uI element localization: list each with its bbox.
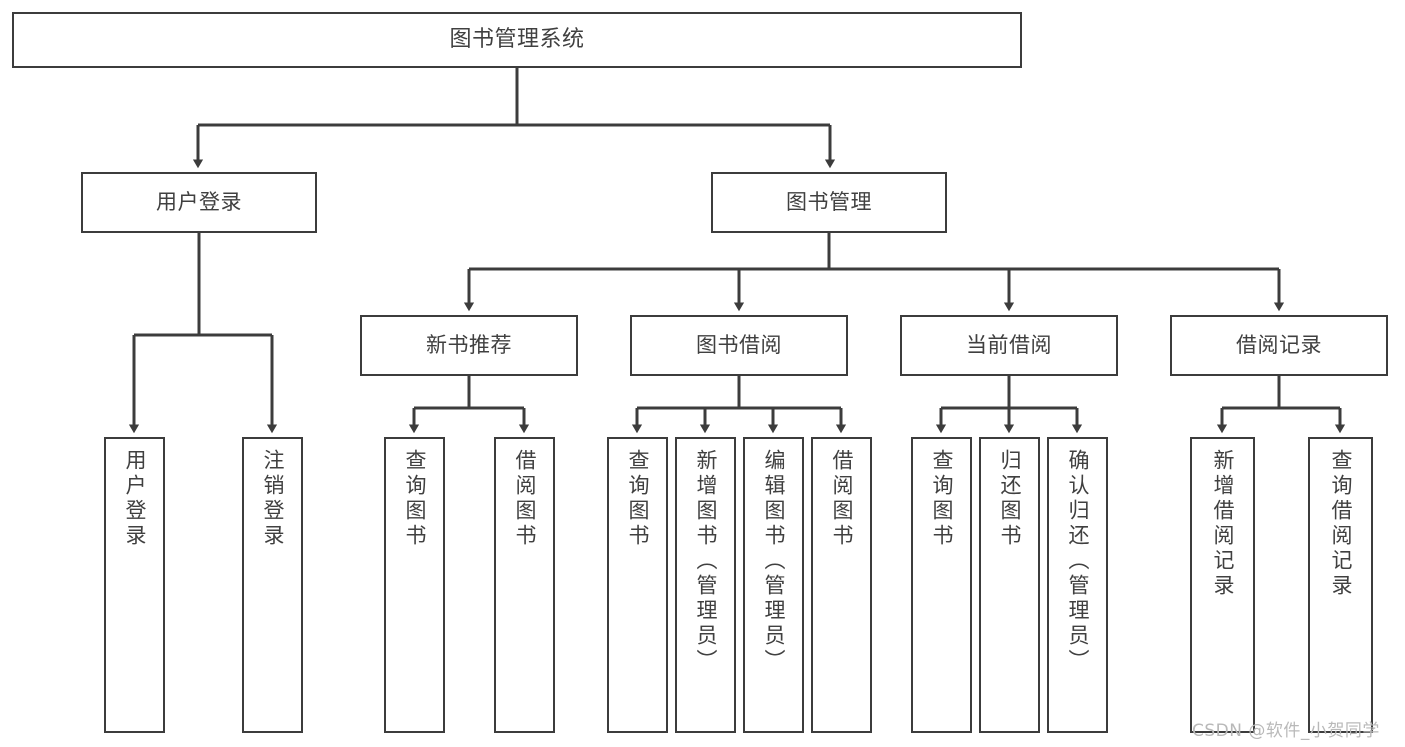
node-leaf-query-borrow-record[interactable]: 查询借阅记录: [1308, 437, 1373, 733]
node-leaf-query-book-borrow-label: 查询图书: [626, 449, 650, 549]
node-leaf-query-book-rec-label: 查询图书: [403, 449, 427, 549]
node-leaf-query-book-current-label: 查询图书: [930, 449, 954, 549]
node-leaf-query-borrow-record-label: 查询借阅记录: [1329, 449, 1353, 599]
node-leaf-borrow-book-rec-label: 借阅图书: [513, 449, 537, 549]
node-leaf-query-book-borrow[interactable]: 查询图书: [607, 437, 668, 733]
node-leaf-logout[interactable]: 注销登录: [242, 437, 303, 733]
node-leaf-query-book-rec[interactable]: 查询图书: [384, 437, 445, 733]
node-leaf-user-login[interactable]: 用户登录: [104, 437, 165, 733]
node-new-book-rec[interactable]: 新书推荐: [360, 315, 578, 376]
node-leaf-borrow-book-label: 借阅图书: [830, 449, 854, 549]
node-book-mgmt-label: 图书管理: [786, 189, 872, 214]
node-book-borrow-label: 图书借阅: [696, 332, 782, 357]
node-current-borrow-label: 当前借阅: [966, 332, 1052, 357]
node-leaf-edit-book-admin-label: 编辑图书（管理员）: [762, 449, 786, 674]
node-user-login-label: 用户登录: [156, 189, 242, 214]
node-book-borrow[interactable]: 图书借阅: [630, 315, 848, 376]
node-leaf-add-book-admin[interactable]: 新增图书（管理员）: [675, 437, 736, 733]
node-leaf-confirm-return-admin-label: 确认归还（管理员）: [1066, 449, 1090, 674]
node-leaf-add-book-admin-label: 新增图书（管理员）: [694, 449, 718, 674]
node-leaf-confirm-return-admin[interactable]: 确认归还（管理员）: [1047, 437, 1108, 733]
csdn-watermark: CSDN @软件_小贺同学: [1192, 721, 1380, 741]
node-book-mgmt[interactable]: 图书管理: [711, 172, 947, 233]
node-leaf-query-book-current[interactable]: 查询图书: [911, 437, 972, 733]
node-user-login[interactable]: 用户登录: [81, 172, 317, 233]
node-current-borrow[interactable]: 当前借阅: [900, 315, 1118, 376]
node-root-label: 图书管理系统: [449, 26, 585, 52]
node-borrow-record-label: 借阅记录: [1236, 332, 1322, 357]
node-leaf-edit-book-admin[interactable]: 编辑图书（管理员）: [743, 437, 804, 733]
node-leaf-borrow-book[interactable]: 借阅图书: [811, 437, 872, 733]
node-leaf-user-login-label: 用户登录: [123, 449, 147, 549]
node-leaf-add-borrow-record[interactable]: 新增借阅记录: [1190, 437, 1255, 733]
node-new-book-rec-label: 新书推荐: [426, 332, 512, 357]
node-borrow-record[interactable]: 借阅记录: [1170, 315, 1388, 376]
node-leaf-return-book-label: 归还图书: [998, 449, 1022, 549]
node-leaf-add-borrow-record-label: 新增借阅记录: [1211, 449, 1235, 599]
node-leaf-return-book[interactable]: 归还图书: [979, 437, 1040, 733]
node-leaf-borrow-book-rec[interactable]: 借阅图书: [494, 437, 555, 733]
node-leaf-logout-label: 注销登录: [261, 449, 285, 549]
node-root[interactable]: 图书管理系统: [12, 12, 1022, 68]
